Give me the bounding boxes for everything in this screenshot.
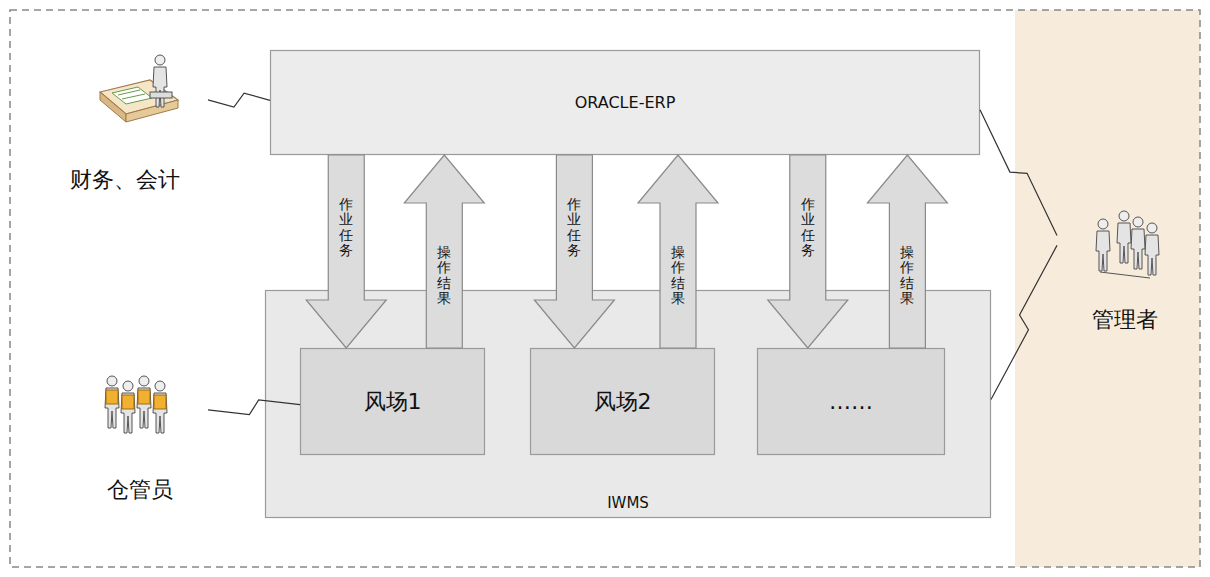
block-arrow: [867, 155, 947, 348]
block-arrow: [534, 155, 614, 348]
arrow-shape: [867, 155, 947, 348]
box-outline: [531, 349, 715, 455]
manager-icon: [1096, 211, 1159, 278]
system-box: ORACLE-ERP: [270, 50, 980, 155]
communication-link: [208, 93, 270, 107]
actor-name: 管理者: [1057, 305, 1193, 335]
system-box: IWMS 风场1 风场2 ……: [265, 290, 991, 518]
block-arrow: [404, 155, 484, 348]
block-arrow: [306, 155, 386, 348]
communication-link: [208, 400, 300, 415]
block-arrow: [768, 155, 848, 348]
actor-label: 仓管员: [72, 365, 208, 505]
manager-band: [1015, 10, 1200, 567]
box-title: ……: [829, 389, 873, 414]
actor-name: 财务、会计: [42, 165, 208, 195]
block-arrow: [638, 155, 718, 348]
zigzag-line: [991, 245, 1057, 399]
system-boundary: [10, 10, 1200, 567]
actor-name: 仓管员: [72, 475, 208, 505]
site-box: 风场2: [530, 348, 715, 455]
box-outline: [271, 51, 980, 155]
arrow-shape: [404, 155, 484, 348]
arrow-label: 操作结果: [437, 245, 451, 307]
box-outline: [301, 349, 485, 455]
arrow-shape: [534, 155, 614, 348]
arrow-label: 操作结果: [900, 245, 914, 307]
box-title: ORACLE-ERP: [575, 93, 676, 112]
box-outline: [758, 349, 945, 455]
zigzag-line: [208, 93, 270, 107]
arrow-label: 作业任务: [567, 197, 581, 259]
communication-link: [991, 245, 1057, 399]
box-outline: [266, 291, 991, 518]
arrow-shape: [638, 155, 718, 348]
arrow-label: 作业任务: [801, 197, 815, 259]
arrow-shape: [768, 155, 848, 348]
actor-label: 财务、会计: [42, 55, 208, 195]
box-title: 风场2: [594, 387, 652, 417]
finance-icon: [100, 55, 178, 122]
zigzag-line: [208, 400, 300, 415]
site-box: ……: [757, 348, 945, 455]
actor-label: 管理者: [1057, 195, 1193, 335]
arrow-label: 操作结果: [671, 245, 685, 307]
warehouse-keeper-icon: [105, 376, 167, 433]
box-title: IWMS: [265, 494, 991, 512]
zigzag-line: [980, 110, 1057, 236]
arrow-shape: [306, 155, 386, 348]
arrow-label: 作业任务: [339, 197, 353, 259]
communication-link: [980, 110, 1057, 236]
box-title: 风场1: [364, 387, 422, 417]
site-box: 风场1: [300, 348, 485, 455]
